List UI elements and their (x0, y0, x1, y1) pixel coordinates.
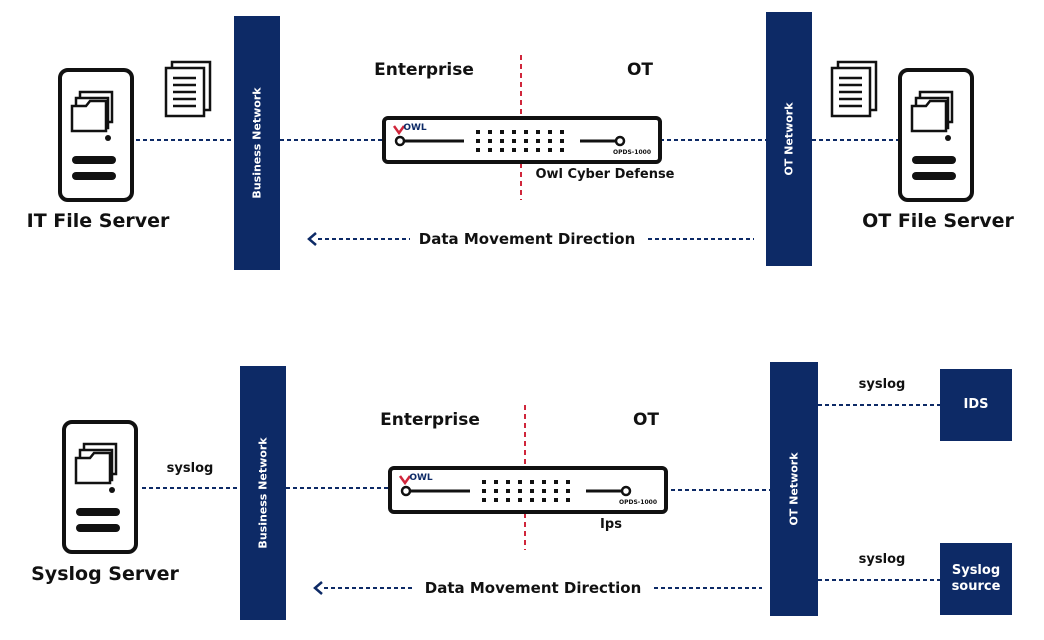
syslog-source-line2: source (951, 579, 1001, 594)
syslog-label: syslog (858, 377, 906, 392)
device-caption: Owl Cyber Defense (535, 167, 675, 182)
arrow-left-icon (307, 232, 317, 246)
ids-box: IDS (940, 369, 1012, 441)
device-caption: Ips (600, 517, 622, 532)
server-icon (58, 68, 134, 202)
business-network-bar (234, 16, 280, 270)
server-label: Syslog Server (31, 563, 179, 585)
server-icon (62, 420, 138, 554)
server-label: IT File Server (26, 210, 170, 232)
business-network-label: Business Network (256, 437, 270, 549)
device-model: OPDS-1000 (613, 149, 651, 156)
ot-network-label: OT Network (787, 452, 801, 526)
zone-label-ot: OT (626, 60, 654, 80)
direction-label: Data Movement Direction (424, 579, 642, 597)
device-brand: OWL (409, 473, 433, 483)
document-icon (164, 60, 212, 118)
document-icon (830, 60, 878, 118)
syslog-label: syslog (858, 552, 906, 567)
zone-label-enterprise: Enterprise (380, 410, 480, 430)
arrow-left-icon (313, 581, 323, 595)
business-network-label: Business Network (250, 87, 264, 199)
syslog-label: syslog (166, 461, 214, 476)
device-brand: OWL (403, 123, 427, 133)
device-model: OPDS-1000 (619, 499, 657, 506)
syslog-source-box: Syslog source (940, 543, 1012, 615)
ot-network-bar (770, 362, 818, 616)
ot-network-label: OT Network (782, 102, 796, 176)
zone-label-ot: OT (632, 410, 660, 430)
direction-label: Data Movement Direction (418, 230, 636, 248)
server-icon (898, 68, 974, 202)
zone-label-enterprise: Enterprise (374, 60, 474, 80)
ot-network-bar (766, 12, 812, 266)
business-network-bar (240, 366, 286, 620)
syslog-source-line1: Syslog (951, 563, 1001, 579)
ids-label: IDS (963, 397, 989, 413)
server-label: OT File Server (862, 210, 1014, 232)
